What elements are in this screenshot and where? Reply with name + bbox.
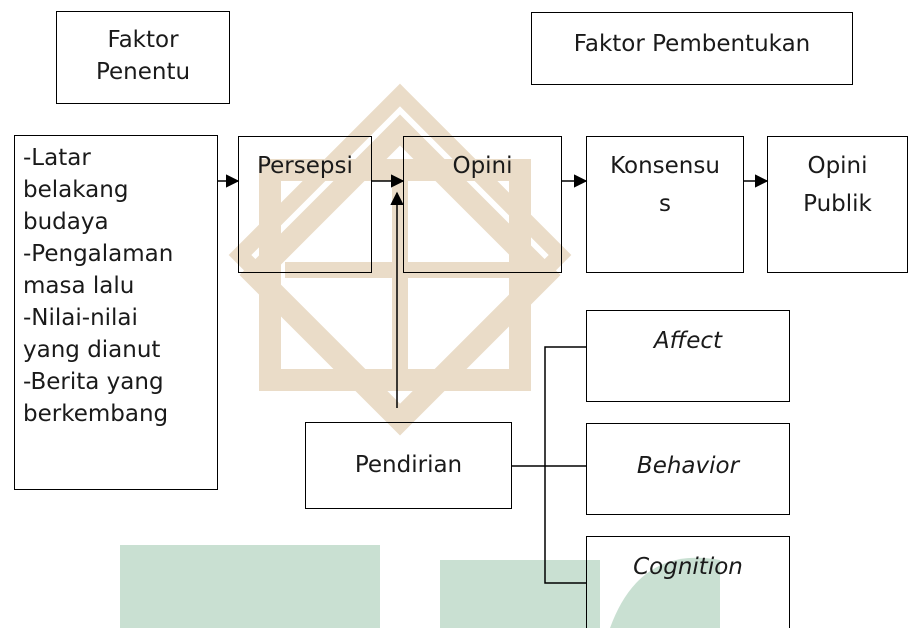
watermark-band-left bbox=[120, 545, 380, 628]
consensus-label-line1: Konsensu bbox=[610, 153, 720, 179]
determinant-line: -Latar bbox=[23, 145, 91, 171]
behavior-box: Behavior bbox=[586, 423, 790, 515]
determinant-line: belakang bbox=[23, 177, 129, 203]
consensus-box: Konsensu s bbox=[586, 136, 744, 273]
opinion-label: Opini bbox=[452, 153, 513, 179]
consensus-label-line2: s bbox=[659, 191, 671, 217]
cognition-box: Cognition bbox=[586, 536, 790, 628]
determinant-line: budaya bbox=[23, 209, 109, 235]
connector-bracket bbox=[544, 346, 586, 584]
perception-box: Persepsi bbox=[238, 136, 372, 273]
stance-box: Pendirian bbox=[305, 422, 512, 509]
stance-label: Pendirian bbox=[354, 452, 463, 478]
determinant-factor-title-box: Faktor Penentu bbox=[56, 11, 230, 104]
determinant-line: masa lalu bbox=[23, 273, 135, 299]
opinion-box: Opini bbox=[403, 136, 562, 273]
determinant-line: -Berita yang bbox=[23, 369, 164, 395]
determinants-box: -Latar belakang budaya -Pengalaman masa … bbox=[14, 135, 218, 490]
determinant-factor-title: Faktor Penentu bbox=[95, 27, 191, 85]
formation-factor-title: Faktor Pembentukan bbox=[573, 31, 811, 57]
public-opinion-box: Opini Publik bbox=[767, 136, 908, 273]
perception-label: Persepsi bbox=[257, 153, 353, 179]
formation-factor-title-box: Faktor Pembentukan bbox=[531, 12, 853, 85]
behavior-label: Behavior bbox=[636, 453, 740, 479]
watermark-arc bbox=[610, 557, 720, 628]
public-opinion-label-line2: Publik bbox=[803, 191, 872, 217]
determinant-line: -Nilai-nilai bbox=[23, 305, 138, 331]
affect-box: Affect bbox=[586, 310, 790, 402]
determinant-line: yang dianut bbox=[23, 337, 161, 363]
determinant-line: -Pengalaman bbox=[23, 241, 174, 267]
watermark-band-right bbox=[440, 560, 600, 628]
affect-label: Affect bbox=[653, 328, 723, 354]
determinant-line: berkembang bbox=[23, 401, 169, 427]
cognition-label: Cognition bbox=[633, 554, 743, 580]
public-opinion-label-line1: Opini bbox=[807, 153, 868, 179]
